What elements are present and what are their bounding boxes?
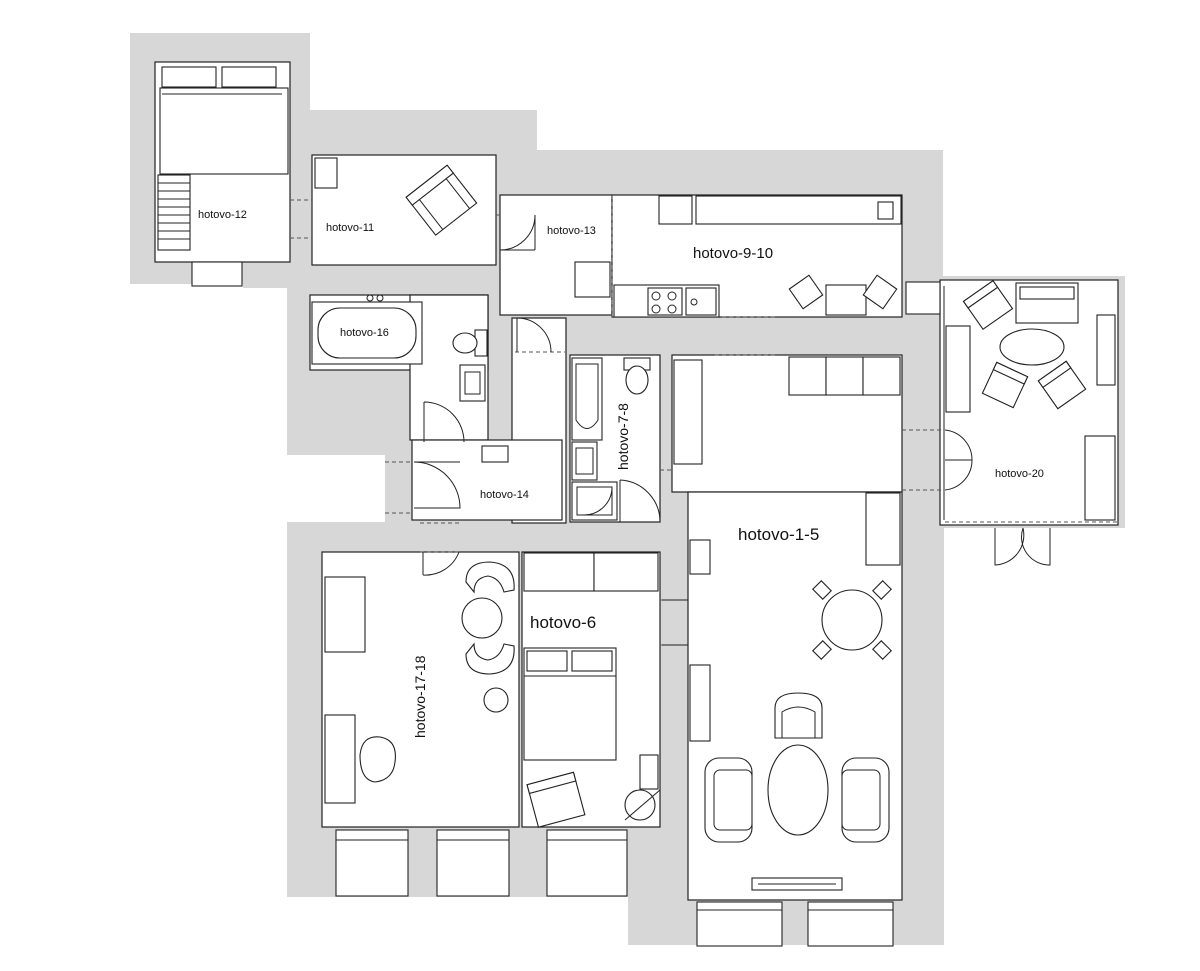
shower-7-8 xyxy=(571,481,618,521)
armchair-6 xyxy=(526,771,586,828)
table-17 xyxy=(461,561,515,675)
cabinet-20-b xyxy=(1096,314,1116,386)
cabinet-20-c xyxy=(1084,435,1116,521)
door-wc-swing xyxy=(423,401,465,443)
room-labels: hotovo-12 hotovo-11 hotovo-13 hotovo-9-1… xyxy=(198,209,1044,738)
label-room-20: hotovo-20 xyxy=(995,468,1044,480)
coffee-table-1-5 xyxy=(767,744,829,836)
shelf-14 xyxy=(481,445,509,463)
armchair-11 xyxy=(405,164,478,236)
label-room-16: hotovo-16 xyxy=(340,327,389,339)
door-17-swing xyxy=(422,551,460,576)
label-room-9-10: hotovo-9-10 xyxy=(693,245,773,262)
window-12 xyxy=(191,261,243,287)
cabinet-13 xyxy=(574,261,611,298)
desk-chair-17 xyxy=(359,736,396,783)
lamp-6 xyxy=(624,789,661,821)
shelf-20 xyxy=(905,281,941,315)
armchair-1-5-right xyxy=(841,757,890,843)
cabinet-6 xyxy=(639,754,659,790)
radiator-1-5 xyxy=(751,877,843,891)
door-13-swing xyxy=(499,214,536,251)
toilet-16 xyxy=(452,329,488,357)
window-17-b xyxy=(436,829,510,897)
bed-6 xyxy=(523,647,617,761)
window-17-a xyxy=(335,829,409,897)
wardrobe-1-5 xyxy=(788,356,901,396)
door-20-swing xyxy=(944,429,973,491)
chair-20-a xyxy=(962,279,1014,331)
bed-12 xyxy=(159,66,289,175)
cabinet-1-5-c xyxy=(689,539,711,575)
windows xyxy=(191,261,1119,947)
wardrobe-6 xyxy=(523,552,659,592)
sink-16 xyxy=(459,364,486,402)
label-room-11: hotovo-11 xyxy=(326,222,374,234)
doors xyxy=(413,214,1051,646)
side-table-17 xyxy=(483,687,509,713)
sofa-20 xyxy=(1015,282,1079,324)
cabinet-1-5-b xyxy=(865,492,901,566)
desk-17 xyxy=(324,714,356,804)
label-room-7-8: hotovo-7-8 xyxy=(615,403,631,470)
wardrobe-17 xyxy=(324,576,366,653)
cabinet-20-a xyxy=(945,325,971,413)
dining-set-9-10 xyxy=(788,274,898,316)
label-room-13: hotovo-13 xyxy=(547,225,596,237)
door-78-swing xyxy=(619,479,661,523)
kitchen-counter xyxy=(613,195,902,318)
window-15-a xyxy=(696,901,783,947)
toilet-7-8 xyxy=(623,357,651,395)
label-room-6: hotovo-6 xyxy=(530,613,596,632)
cabinet-1-5-d xyxy=(689,664,711,742)
window-15-b xyxy=(807,901,894,947)
sink-7-8 xyxy=(571,441,598,481)
window-6 xyxy=(546,829,628,897)
bathtub-7-8 xyxy=(571,357,603,441)
door-6-swing xyxy=(662,599,688,646)
armchair-1-5-left xyxy=(704,757,753,843)
table-20 xyxy=(999,328,1065,366)
nightstand-11 xyxy=(314,157,338,189)
armchair-1-5-top xyxy=(774,692,823,739)
dining-table-1-5 xyxy=(812,580,892,660)
chair-20-b xyxy=(981,361,1029,409)
door-20-terrace xyxy=(994,527,1051,566)
bathtub-16 xyxy=(311,294,423,365)
door-14-swing xyxy=(413,461,461,509)
label-room-14: hotovo-14 xyxy=(480,489,529,501)
chair-20-c xyxy=(1037,360,1087,410)
stairs-12 xyxy=(157,174,191,251)
door-openings xyxy=(290,195,1118,646)
cabinet-1-5-a xyxy=(673,359,703,465)
label-room-17-18: hotovo-17-18 xyxy=(412,655,428,738)
label-room-1-5: hotovo-1-5 xyxy=(738,525,819,544)
door-corridor-swing xyxy=(516,317,552,353)
label-room-12: hotovo-12 xyxy=(198,209,247,221)
